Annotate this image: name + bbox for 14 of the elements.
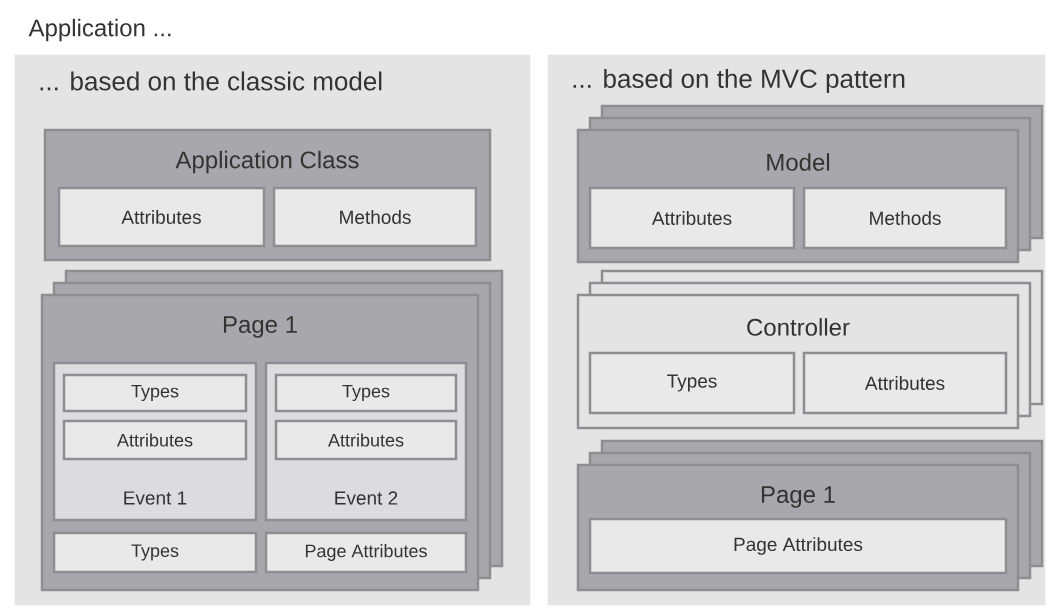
attribute-box: Attributes	[62, 419, 248, 461]
attribute-box: Page Attributes	[588, 517, 1008, 575]
attribute-box: Attributes	[57, 186, 266, 248]
attribute-box: Types	[588, 351, 796, 415]
attribute-box: Types	[274, 373, 458, 413]
attribute-box: Attributes	[588, 186, 796, 250]
attribute-box: Page Attributes	[264, 531, 468, 574]
attribute-box: Methods	[802, 186, 1008, 250]
attribute-box: Attributes	[274, 419, 458, 461]
attribute-box: Methods	[272, 186, 478, 248]
attribute-box: Attributes	[802, 351, 1008, 415]
attribute-box: Types	[62, 373, 248, 413]
attribute-box: Types	[52, 531, 258, 574]
title: Application ...	[28, 18, 171, 42]
